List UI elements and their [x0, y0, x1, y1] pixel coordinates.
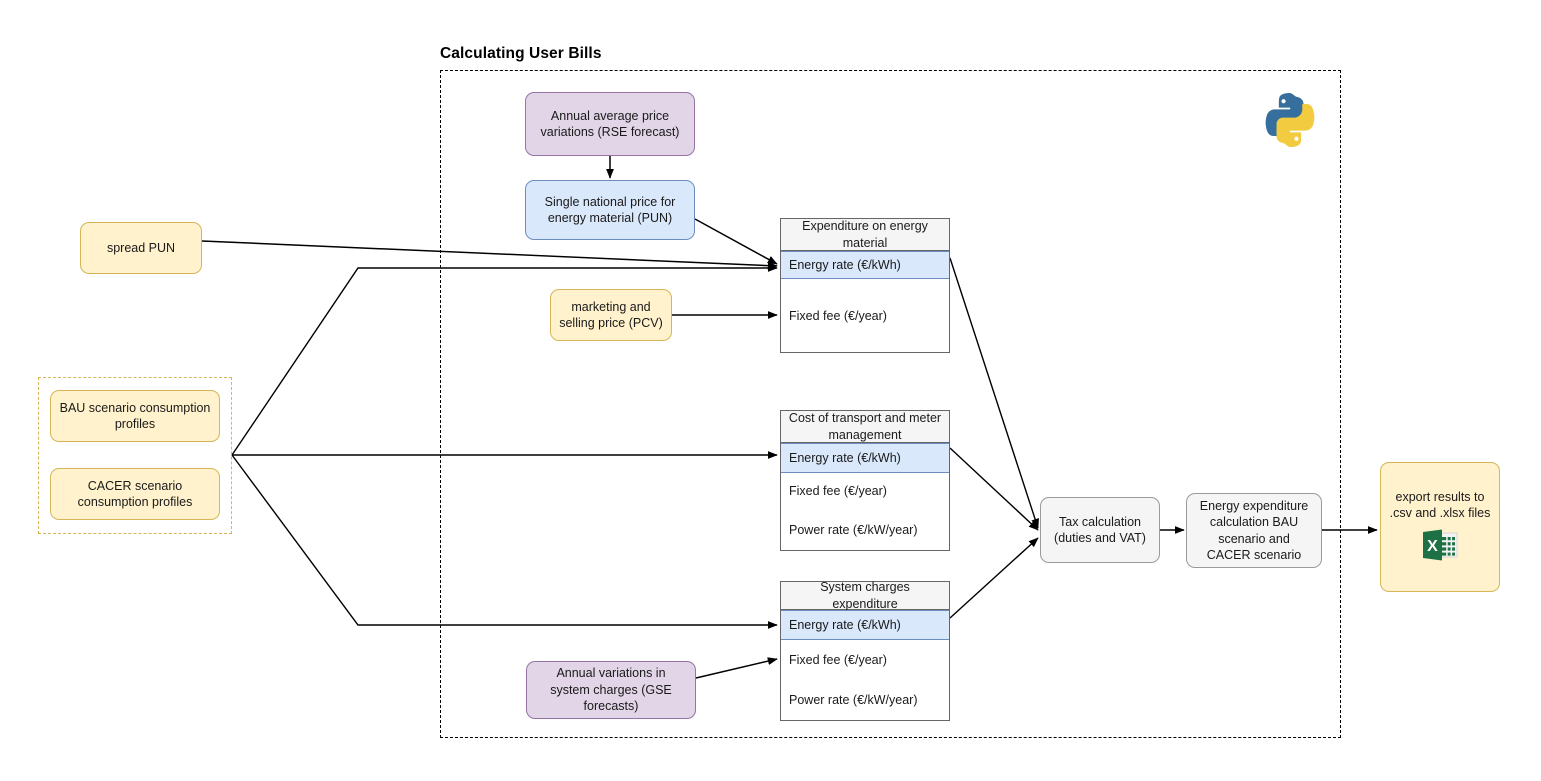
node-export-label: export results to .csv and .xlsx files — [1389, 489, 1491, 521]
table-cell-label: Fixed fee (€/year) — [789, 309, 887, 323]
table-row[interactable]: Fixed fee (€/year) — [781, 303, 949, 329]
table-row[interactable] — [781, 329, 949, 351]
node-rse-label: Annual average price variations (RSE for… — [540, 108, 680, 140]
table-cell-label: Energy rate (€/kWh) — [789, 258, 901, 272]
table-system-charges-expenditure: System charges expenditure Energy rate (… — [780, 580, 950, 721]
node-tax-label: Tax calculation (duties and VAT) — [1054, 514, 1146, 546]
table-row[interactable]: Energy rate (€/kWh) — [781, 610, 949, 640]
node-annual-average-price-variations-rse[interactable]: Annual average price variations (RSE for… — [525, 92, 695, 156]
table-expenditure-energy-material: Expenditure on energy material Energy ra… — [780, 218, 950, 353]
node-cacer-scenario-consumption-profiles[interactable]: CACER scenario consumption profiles — [50, 468, 220, 520]
table-cell-label: Power rate (€/kW/year) — [789, 522, 918, 537]
node-marketing-selling-price-pcv[interactable]: marketing and selling price (PCV) — [550, 289, 672, 341]
table-row[interactable]: Power rate (€/kW/year) — [781, 680, 949, 720]
table-row[interactable]: Fixed fee (€/year) — [781, 473, 949, 509]
node-tax-calculation[interactable]: Tax calculation (duties and VAT) — [1040, 497, 1160, 563]
python-logo-icon — [1259, 89, 1321, 151]
node-single-national-price-pun[interactable]: Single national price for energy materia… — [525, 180, 695, 240]
node-bau-label: BAU scenario consumption profiles — [59, 400, 211, 432]
node-bau-scenario-consumption-profiles[interactable]: BAU scenario consumption profiles — [50, 390, 220, 442]
node-gse-label: Annual variations in system charges (GSE… — [550, 666, 672, 714]
table-row[interactable] — [781, 279, 949, 303]
consumption-profiles-group — [38, 377, 232, 534]
table-cell-label: Fixed fee (€/year) — [789, 653, 887, 667]
table-row[interactable]: Power rate (€/kW/year) — [781, 509, 949, 550]
table-row[interactable]: Energy rate (€/kWh) — [781, 251, 949, 279]
node-cacer-label: CACER scenario consumption profiles — [77, 478, 193, 510]
table-cell-label: Power rate (€/kW/year) — [789, 693, 918, 707]
node-energy-calc-label: Energy expenditure calculation BAU scena… — [1199, 498, 1309, 563]
node-pcv-label: marketing and selling price (PCV) — [559, 299, 663, 331]
node-spread-pun-label: spread PUN — [106, 240, 176, 255]
node-energy-expenditure-calculation[interactable]: Energy expenditure calculation BAU scena… — [1186, 493, 1322, 568]
page-title: Calculating User Bills — [440, 45, 602, 62]
table-header: Expenditure on energy material — [781, 219, 949, 251]
table-header: Cost of transport and meter management — [781, 411, 949, 443]
calculating-user-bills-boundary — [440, 70, 1341, 738]
table-cell-label: Energy rate (€/kWh) — [789, 618, 901, 632]
table-cost-transport-meter-management: Cost of transport and meter management E… — [780, 410, 950, 551]
table-cell-label: Energy rate (€/kWh) — [789, 451, 901, 465]
node-pun-label: Single national price for energy materia… — [544, 194, 676, 226]
table-row[interactable]: Fixed fee (€/year) — [781, 640, 949, 680]
table-row[interactable]: Energy rate (€/kWh) — [781, 443, 949, 473]
excel-icon: X — [1422, 529, 1458, 566]
node-annual-variations-system-charges-gse[interactable]: Annual variations in system charges (GSE… — [526, 661, 696, 719]
table-header: System charges expenditure — [781, 580, 949, 611]
table-cell-label: Fixed fee (€/year) — [789, 484, 887, 498]
node-export-results[interactable]: export results to .csv and .xlsx files X — [1380, 462, 1500, 592]
node-spread-pun[interactable]: spread PUN — [80, 222, 202, 274]
svg-text:X: X — [1427, 538, 1438, 555]
